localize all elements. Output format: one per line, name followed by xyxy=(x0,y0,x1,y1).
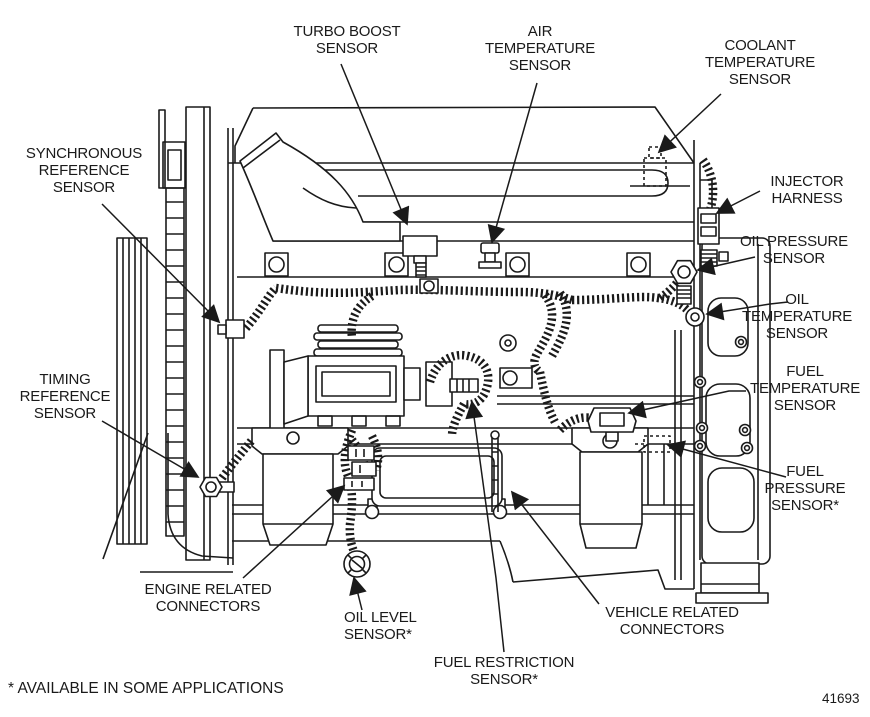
intake-elbow-pipe xyxy=(239,132,401,242)
leader-oil-temperature xyxy=(705,301,789,321)
synchronous-reference-sensor xyxy=(217,319,245,339)
fuel-temperature-sensor xyxy=(587,407,637,442)
flywheel-housing xyxy=(693,140,771,604)
label-vehicle-related-connectors: VEHICLE RELATED CONNECTORS xyxy=(605,604,739,638)
label-oil-pressure-sensor: OIL PRESSURE SENSOR xyxy=(740,233,848,267)
leader-air-temperature xyxy=(487,82,538,244)
fuel-restriction-sensor xyxy=(449,378,479,393)
label-timing-reference-sensor: TIMING REFERENCE SENSOR xyxy=(19,371,111,422)
callout-leader-lines xyxy=(101,63,789,653)
label-coolant-temperature-sensor: COOLANT TEMPERATURE SENSOR xyxy=(704,37,816,88)
label-engine-related-connectors: ENGINE RELATED CONNECTORS xyxy=(144,581,272,615)
vehicle-related-connectors xyxy=(490,430,500,512)
turbo-boost-sensor xyxy=(402,235,438,278)
leader-synchronous-reference xyxy=(101,203,221,324)
leader-oil-pressure xyxy=(696,256,756,276)
injector-harness-connector xyxy=(697,207,729,267)
head-mounting-tabs xyxy=(264,252,651,277)
label-fuel-restriction-sensor: FUEL RESTRICTION SENSOR* xyxy=(433,654,575,688)
leader-timing-reference xyxy=(101,420,200,478)
coolant-temperature-sensor xyxy=(643,146,667,187)
fuel-pressure-sensor xyxy=(634,435,671,453)
label-oil-level-sensor: OIL LEVEL SENSOR* xyxy=(344,609,417,643)
availability-footnote: * AVAILABLE IN SOME APPLICATIONS xyxy=(8,680,284,697)
leader-vehicle-related-connectors xyxy=(510,490,600,605)
label-fuel-pressure-sensor: FUEL PRESSURE SENSOR* xyxy=(764,463,846,514)
fuel-filter xyxy=(571,427,649,549)
timing-reference-sensor xyxy=(199,476,235,498)
front-pulley-fan-drive xyxy=(102,106,234,573)
leader-engine-related-connectors xyxy=(242,484,346,579)
label-injector-harness: INJECTOR HARNESS xyxy=(770,173,844,207)
leader-oil-level xyxy=(349,576,367,611)
label-oil-temperature-sensor: OIL TEMPERATURE SENSOR xyxy=(741,291,853,342)
label-air-temperature-sensor: AIR TEMPERATURE SENSOR xyxy=(484,23,596,74)
air-temperature-sensor xyxy=(478,242,502,269)
leader-fuel-pressure xyxy=(666,440,787,478)
oil-pressure-sensor xyxy=(670,259,698,305)
leader-injector-harness xyxy=(715,190,761,214)
air-compressor xyxy=(269,324,453,435)
leader-coolant-temperature xyxy=(657,93,722,154)
oil-temperature-sensor xyxy=(685,307,705,327)
ecm-mounting-plate xyxy=(364,447,508,520)
engine-related-connectors xyxy=(343,445,377,491)
leader-turbo-boost xyxy=(340,63,410,226)
leader-fuel-temperature xyxy=(627,390,746,419)
oil-filter xyxy=(251,427,349,546)
figure-number: 41693 xyxy=(822,691,860,706)
label-synchronous-reference-sensor: SYNCHRONOUS REFERENCE SENSOR xyxy=(25,145,143,196)
leader-fuel-restriction xyxy=(465,400,505,653)
harness-clamps xyxy=(419,278,533,389)
label-turbo-boost-sensor: TURBO BOOST SENSOR xyxy=(293,23,401,57)
oil-level-sensor xyxy=(343,550,371,578)
label-fuel-temperature-sensor: FUEL TEMPERATURE SENSOR xyxy=(749,363,861,414)
